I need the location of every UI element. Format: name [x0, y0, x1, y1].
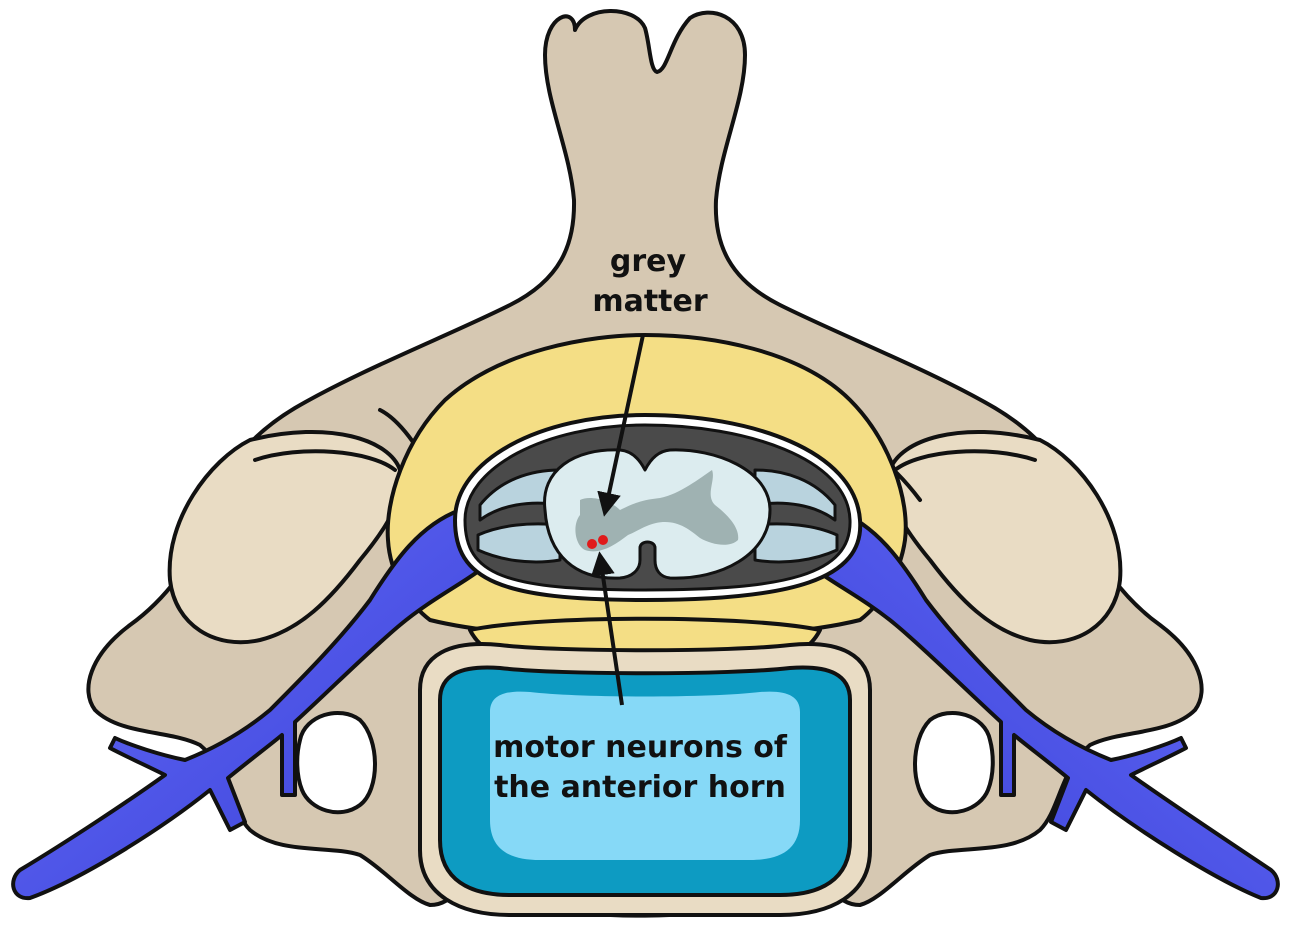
spinal-cord — [545, 450, 770, 578]
label-motor-neurons-line2: the anterior horn — [494, 770, 786, 805]
label-grey-matter-line2: matter — [592, 284, 708, 319]
label-motor-neurons-line1: motor neurons of — [493, 730, 788, 765]
label-grey-matter-line1: grey — [610, 244, 687, 279]
foramen-left — [297, 713, 375, 812]
foramen-right — [915, 713, 993, 812]
